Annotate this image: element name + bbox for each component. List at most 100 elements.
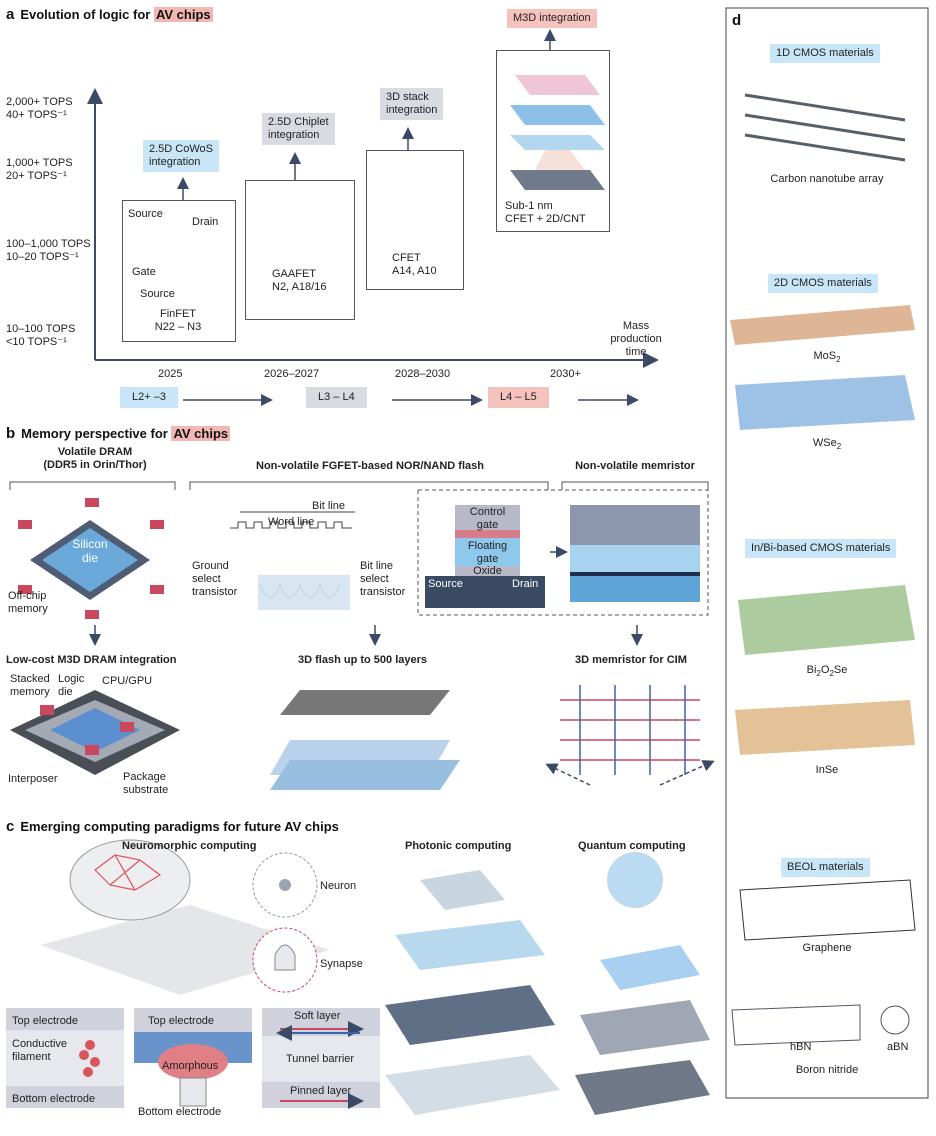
header-flash: Non-volatile FGFET-based NOR/NAND flash	[256, 460, 484, 472]
m3d-box	[496, 50, 610, 232]
panel-b-letter: b	[6, 425, 16, 442]
panel-c-letter: c	[6, 818, 15, 835]
inse-label: InSe	[815, 764, 839, 776]
panel-b-title-prefix: Memory perspective for	[21, 426, 172, 441]
panel-c-title-text: Emerging computing paradigms for future …	[20, 819, 339, 834]
device-boxes	[6, 1008, 380, 1109]
neuromorphic-illustration	[40, 839, 330, 995]
dev1-bottom: Bottom electrode	[12, 1093, 96, 1105]
finfet-source-bottom: Source	[140, 288, 175, 300]
carbon-nanotube-label: Carbon nanotube array	[770, 173, 884, 185]
tag-1d-cmos: 1D CMOS materials	[770, 44, 880, 63]
cpu-gpu-label: CPU/GPU	[102, 675, 153, 687]
interposer-label: Interposer	[8, 773, 58, 785]
graphene-label: Graphene	[802, 942, 852, 954]
panel-a-letter: a	[6, 6, 15, 23]
panel-a-title-highlight: AV chips	[153, 7, 213, 22]
level-l3-l4: L3 – L4	[306, 387, 367, 408]
panel-b-title: b Memory perspective for AV chips	[6, 425, 231, 442]
dev3-top: Soft layer	[294, 1010, 341, 1022]
bottom-title-memristor: 3D memristor for CIM	[575, 654, 687, 666]
level-l4-l5: L4 – L5	[488, 387, 549, 408]
dev1-top: Top electrode	[12, 1015, 79, 1027]
word-line-label: Word line	[268, 516, 315, 528]
quantum-illustration	[575, 852, 710, 1115]
panel-a-title: a Evolution of logic for AV chips	[6, 6, 213, 23]
panel-a-title-prefix: Evolution of logic for	[20, 7, 154, 22]
finfet-drain: Drain	[192, 216, 219, 228]
mos2-label: MoS2	[813, 350, 841, 365]
fg-source-label: Source	[428, 578, 463, 590]
tag-beol: BEOL materials	[781, 858, 870, 877]
memristor-crossbar	[560, 685, 700, 775]
wse2-label: WSe2	[812, 437, 842, 452]
fg-drain-label: Drain	[512, 578, 539, 590]
dev3-mid: Tunnel barrier	[286, 1053, 355, 1065]
dram-illustration	[18, 498, 164, 619]
year-2030-plus: 2030+	[550, 368, 581, 380]
boron-nitride-label: Boron nitride	[795, 1064, 859, 1076]
integration-m3d: M3D integration	[507, 9, 597, 28]
header-memristor: Non-volatile memristor	[575, 460, 695, 472]
tag-2d-cmos: 2D CMOS materials	[768, 274, 878, 293]
bottom-title-dram: Low-cost M3D DRAM integration	[6, 654, 177, 666]
neuromorphic-title: Neuromorphic computing	[122, 840, 257, 852]
year-2026-2027: 2026–2027	[264, 368, 320, 380]
abn-label: aBN	[887, 1041, 909, 1053]
photonic-title: Photonic computing	[405, 840, 512, 852]
panel-b-brackets	[9, 481, 709, 616]
dev2-top: Top electrode	[148, 1015, 215, 1027]
panel-c-title: c Emerging computing paradigms for future…	[6, 818, 339, 835]
header-dram: Volatile DRAM(DDR5 in Orin/Thor)	[43, 446, 147, 471]
quantum-title: Quantum computing	[578, 840, 686, 852]
level-l2-l3: L2+ –3	[120, 387, 178, 408]
neuron-label: Neuron	[320, 880, 357, 892]
y-level-4: 10–100 TOPS<10 TOPS⁻¹	[6, 323, 76, 348]
memristor-illustration	[570, 505, 700, 602]
panel-a-axes	[87, 29, 659, 406]
tag-inbi-cmos: In/Bi-based CMOS materials	[745, 539, 897, 558]
finfet-box	[122, 200, 236, 342]
oxide-label: Oxide	[473, 565, 502, 577]
bi2o2se-label: Bi2O2Se	[806, 664, 848, 679]
panel-b-title-highlight: AV chips	[171, 426, 231, 441]
fg-transistor	[425, 505, 545, 608]
m3d-illustration	[510, 75, 605, 190]
finfet-gate: Gate	[132, 266, 156, 278]
cfet-box	[366, 150, 464, 290]
photonic-illustration	[385, 870, 560, 1115]
dev3-bottom: Pinned layer	[290, 1085, 352, 1097]
panel-d-materials	[730, 93, 916, 1046]
dev2-bottom: Bottom electrode	[138, 1106, 222, 1118]
panel-d-frame	[725, 7, 929, 1099]
panel-d-title: d	[732, 12, 747, 29]
panel-d-letter: d	[732, 12, 742, 29]
dev2-mid: Amorphous	[162, 1060, 219, 1072]
bit-line-label: Bit line	[312, 500, 346, 512]
bottom-title-flash: 3D flash up to 500 layers	[298, 654, 427, 666]
gaafet-box	[245, 180, 355, 320]
synapse-label: Synapse	[320, 958, 363, 970]
hbn-label: hBN	[790, 1041, 812, 1053]
